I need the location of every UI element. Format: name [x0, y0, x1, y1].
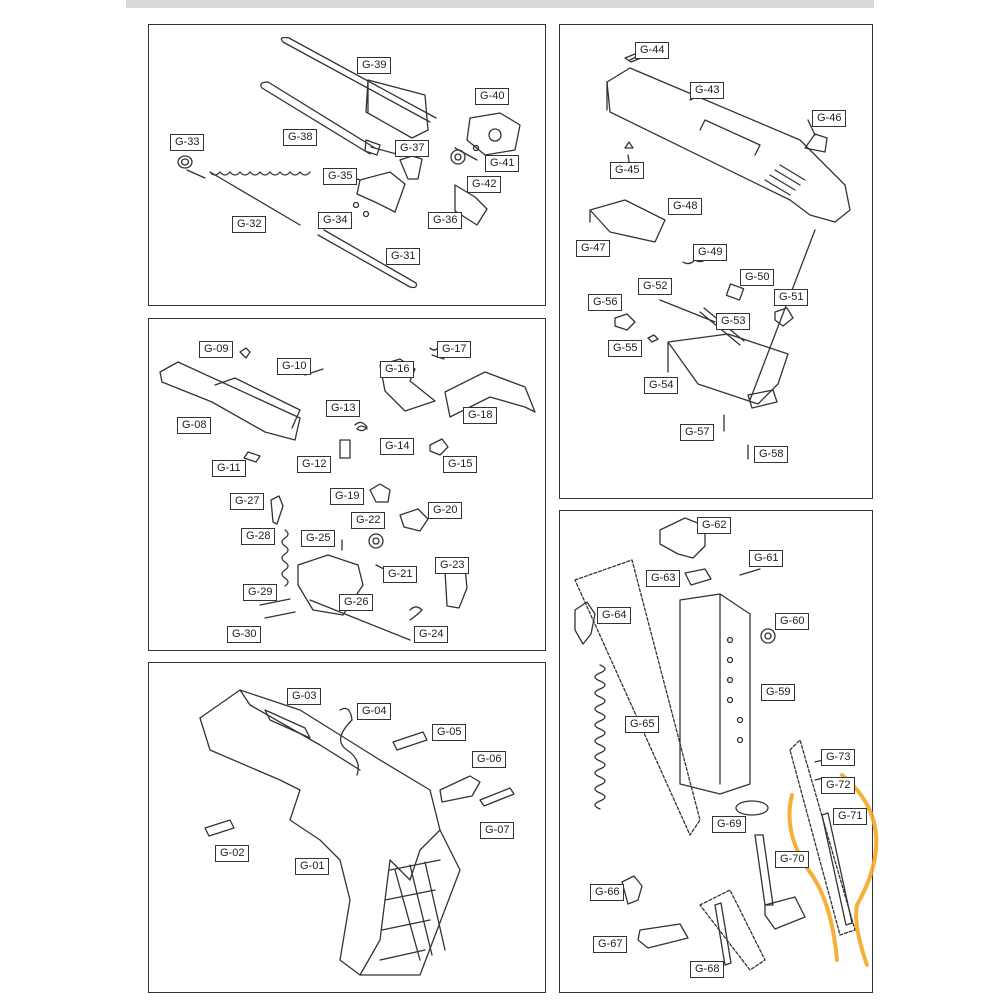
label-g20: G-20	[428, 502, 463, 519]
label-g56: G-56	[588, 294, 623, 311]
magazine-assembly	[574, 517, 856, 971]
label-g55: G-55	[608, 340, 643, 357]
label-g63: G-63	[646, 570, 681, 587]
label-g41: G-41	[485, 155, 520, 172]
label-g43: G-43	[690, 82, 725, 99]
label-g11: G-11	[212, 460, 246, 477]
top-scroll-bar	[126, 0, 874, 8]
label-g71: G-71	[833, 808, 868, 825]
label-g52: G-52	[638, 278, 673, 295]
label-g32: G-32	[232, 216, 267, 233]
label-g44: G-44	[635, 42, 670, 59]
label-g25: G-25	[301, 530, 336, 547]
label-g42: G-42	[467, 176, 502, 193]
label-g60: G-60	[775, 613, 810, 630]
label-g12: G-12	[297, 456, 332, 473]
label-g31: G-31	[386, 248, 421, 265]
label-g24: G-24	[414, 626, 449, 643]
label-g72: G-72	[821, 777, 856, 794]
label-g28: G-28	[241, 528, 276, 545]
label-g05: G-05	[432, 724, 467, 741]
label-g34: G-34	[318, 212, 353, 229]
label-g21: G-21	[383, 566, 418, 583]
panel-frame	[148, 662, 546, 993]
label-g10: G-10	[277, 358, 312, 375]
barrel-assembly	[177, 36, 521, 289]
label-g47: G-47	[576, 240, 611, 257]
label-g68: G-68	[690, 961, 725, 978]
label-g64: G-64	[597, 607, 632, 624]
label-g50: G-50	[740, 269, 775, 286]
label-g38: G-38	[283, 129, 318, 146]
label-g39: G-39	[357, 57, 392, 74]
label-g16: G-16	[380, 361, 415, 378]
label-g53: G-53	[716, 313, 751, 330]
label-g01: G-01	[295, 858, 330, 875]
label-g19: G-19	[330, 488, 365, 505]
label-g22: G-22	[351, 512, 386, 529]
label-g30: G-30	[227, 626, 262, 643]
label-g45: G-45	[610, 162, 645, 179]
label-g14: G-14	[380, 438, 415, 455]
label-g57: G-57	[680, 424, 715, 441]
label-g58: G-58	[754, 446, 789, 463]
label-g69: G-69	[712, 816, 747, 833]
label-g61: G-61	[749, 550, 784, 567]
label-g62: G-62	[697, 517, 732, 534]
label-g36: G-36	[428, 212, 463, 229]
label-g46: G-46	[812, 110, 847, 127]
label-g09: G-09	[199, 341, 234, 358]
label-g26: G-26	[339, 594, 374, 611]
label-g65: G-65	[625, 716, 660, 733]
label-g23: G-23	[435, 557, 470, 574]
label-g59: G-59	[761, 684, 796, 701]
panel-barrel	[148, 24, 546, 306]
label-g40: G-40	[475, 88, 510, 105]
label-g04: G-04	[357, 703, 392, 720]
label-g06: G-06	[472, 751, 507, 768]
label-g66: G-66	[590, 884, 625, 901]
label-g48: G-48	[668, 198, 703, 215]
label-g18: G-18	[463, 407, 498, 424]
label-g02: G-02	[215, 845, 250, 862]
label-g49: G-49	[693, 244, 728, 261]
label-g67: G-67	[593, 936, 628, 953]
highlight-arc	[787, 773, 879, 967]
label-g73: G-73	[821, 749, 856, 766]
label-g29: G-29	[243, 584, 278, 601]
label-g13: G-13	[326, 400, 361, 417]
label-g07: G-07	[480, 822, 515, 839]
label-g27: G-27	[230, 493, 265, 510]
label-g54: G-54	[644, 377, 679, 394]
label-g08: G-08	[177, 417, 212, 434]
label-g70: G-70	[775, 851, 810, 868]
label-g37: G-37	[395, 140, 430, 157]
label-g35: G-35	[323, 168, 358, 185]
label-g15: G-15	[443, 456, 478, 473]
panel-slide	[559, 24, 873, 499]
label-g17: G-17	[437, 341, 472, 358]
label-g51: G-51	[774, 289, 809, 306]
label-g03: G-03	[287, 688, 322, 705]
frame-assembly	[199, 689, 515, 976]
label-g33: G-33	[170, 134, 205, 151]
